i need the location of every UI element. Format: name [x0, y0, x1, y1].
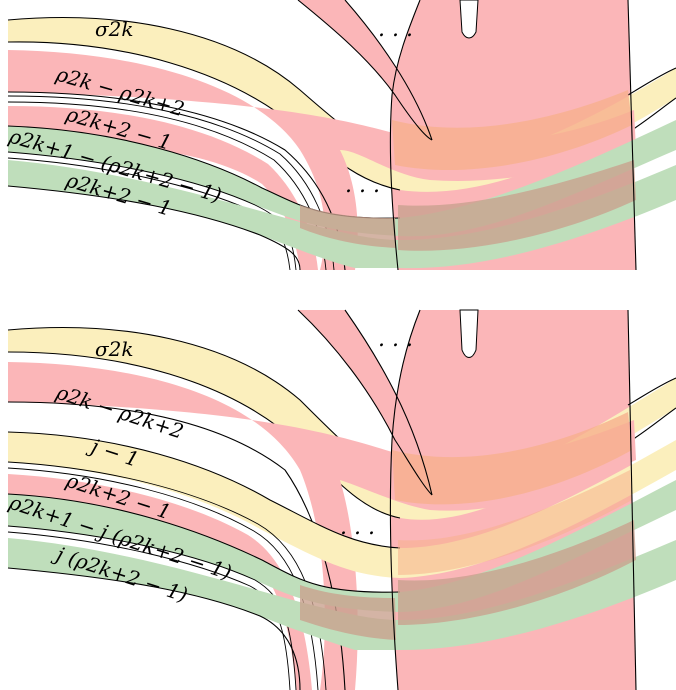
overlap-orange-bottom-2: [398, 470, 632, 575]
overlap-brown-bottom-2: [300, 585, 396, 640]
overlap-brown-top: [398, 160, 636, 251]
bottom-dots-lower: . . .: [340, 515, 375, 540]
top-dots-upper: . . .: [378, 17, 413, 42]
red-band-rho-minus-one: [8, 106, 318, 270]
top-panel: σ2k ρ2k − ρ2k+2 ρ2k+2 − 1 ρ2k+1 − (ρ2k+2…: [6, 0, 676, 271]
white-notch-b: [459, 309, 479, 358]
top-label-sigma: σ2k: [95, 17, 134, 41]
overlap-brown-top-2: [300, 205, 396, 248]
green-band-j-rho: [8, 538, 676, 650]
overlap-orange-bottom: [392, 412, 632, 505]
top-dots-lower: . . .: [345, 173, 380, 198]
overlap-orange-top: [392, 90, 632, 171]
red-band-rho-minus-one-b2: [8, 474, 312, 690]
overlap-brown-bottom: [398, 520, 636, 625]
bottom-dots-upper: . . .: [378, 327, 413, 352]
white-notch: [459, 0, 479, 39]
red-band-rho-diff: [8, 50, 636, 270]
bottom-panel: σ2k ρ2k − ρ2k+2 j − 1 ρ2k+2 − 1 ρ2k+1 − …: [6, 309, 676, 690]
bottom-label-sigma: σ2k: [95, 337, 134, 361]
yellow-band-sigma: [8, 17, 676, 192]
